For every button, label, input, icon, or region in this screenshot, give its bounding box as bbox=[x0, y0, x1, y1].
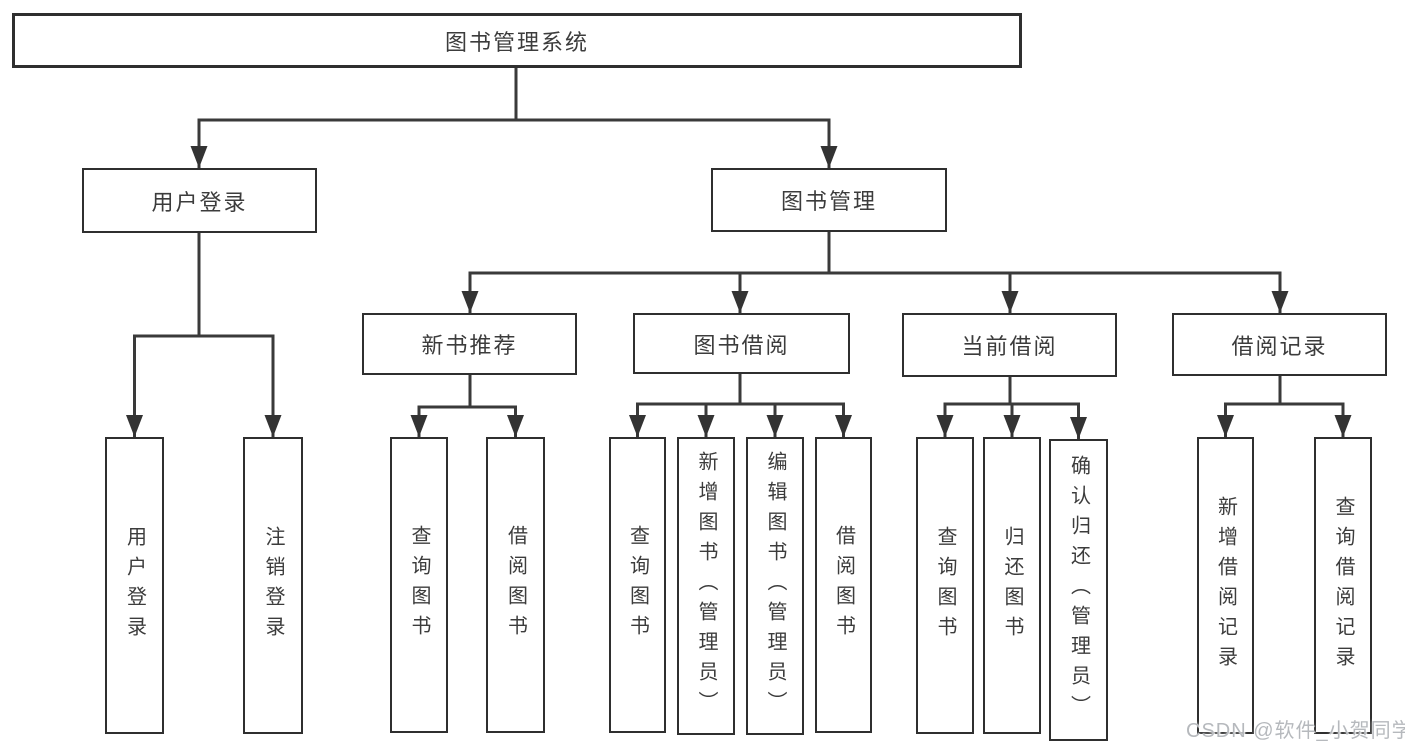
node-borrowing-records: 借阅记录 bbox=[1172, 313, 1387, 376]
leaf-bb-add-book-admin-label: 新增图书（管理员） bbox=[695, 451, 717, 721]
leaf-br-add-record: 新增借阅记录 bbox=[1197, 437, 1254, 734]
leaf-nb-borrow-book: 借阅图书 bbox=[486, 437, 545, 733]
leaf-bb-query-book: 查询图书 bbox=[609, 437, 666, 733]
leaf-cb-query-book: 查询图书 bbox=[916, 437, 974, 734]
leaf-cb-confirm-return-admin-label: 确认归还（管理员） bbox=[1067, 455, 1090, 725]
leaf-bb-borrow-book: 借阅图书 bbox=[815, 437, 872, 733]
leaf-bb-query-book-label: 查询图书 bbox=[626, 525, 649, 645]
leaf-logout: 注销登录 bbox=[243, 437, 303, 734]
leaf-cb-return-book: 归还图书 bbox=[983, 437, 1041, 734]
node-root-system: 图书管理系统 bbox=[12, 13, 1022, 68]
leaf-bb-edit-book-admin-label: 编辑图书（管理员） bbox=[764, 451, 786, 721]
node-new-book-recommendation-label: 新书推荐 bbox=[421, 333, 518, 358]
leaf-br-query-record-label: 查询借阅记录 bbox=[1332, 495, 1354, 676]
node-book-borrowing-label: 图书借阅 bbox=[693, 332, 790, 358]
leaf-nb-query-book: 查询图书 bbox=[390, 437, 448, 733]
leaf-cb-query-book-label: 查询图书 bbox=[934, 525, 956, 646]
leaf-bb-edit-book-admin: 编辑图书（管理员） bbox=[746, 437, 804, 735]
node-book-management-label: 图书管理 bbox=[780, 189, 877, 214]
leaf-nb-query-book-label: 查询图书 bbox=[408, 525, 430, 645]
node-book-management: 图书管理 bbox=[711, 168, 947, 232]
leaf-user-login-label: 用户登录 bbox=[123, 525, 146, 646]
node-current-borrowing-label: 当前借阅 bbox=[961, 334, 1058, 359]
csdn-watermark: CSDN @软件_小贺同学 bbox=[1186, 720, 1405, 742]
leaf-logout-label: 注销登录 bbox=[262, 525, 284, 646]
leaf-user-login: 用户登录 bbox=[105, 437, 164, 734]
node-root-label: 图书管理系统 bbox=[444, 29, 589, 55]
node-book-borrowing: 图书借阅 bbox=[633, 313, 850, 374]
leaf-cb-confirm-return-admin: 确认归还（管理员） bbox=[1049, 439, 1108, 741]
node-user-login-label: 用户登录 bbox=[151, 189, 248, 215]
node-current-borrowing: 当前借阅 bbox=[902, 313, 1117, 377]
leaf-bb-borrow-book-label: 借阅图书 bbox=[832, 525, 855, 645]
leaf-cb-return-book-label: 归还图书 bbox=[1001, 525, 1023, 646]
node-borrowing-records-label: 借阅记录 bbox=[1231, 333, 1328, 359]
node-new-book-recommendation: 新书推荐 bbox=[362, 313, 577, 375]
leaf-br-query-record: 查询借阅记录 bbox=[1314, 437, 1372, 734]
node-user-login: 用户登录 bbox=[82, 168, 317, 233]
leaf-nb-borrow-book-label: 借阅图书 bbox=[504, 525, 527, 645]
leaf-br-add-record-label: 新增借阅记录 bbox=[1214, 495, 1237, 676]
leaf-bb-add-book-admin: 新增图书（管理员） bbox=[677, 437, 735, 735]
